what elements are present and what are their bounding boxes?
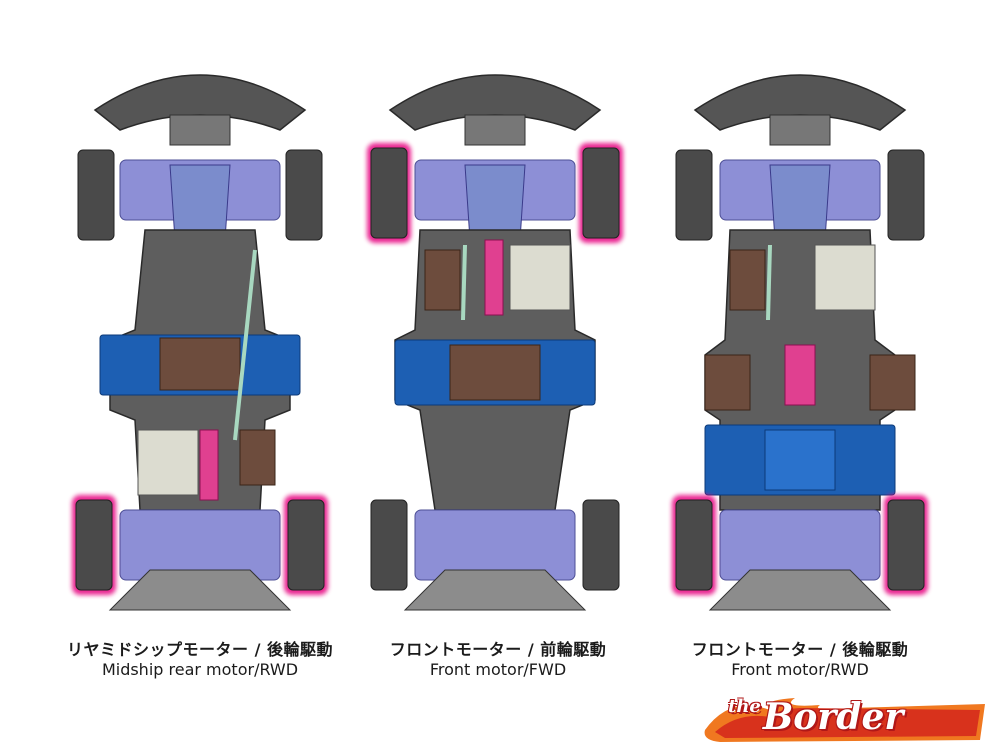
logo-text: theBorder <box>728 696 903 738</box>
servo <box>729 249 766 311</box>
flame-icon <box>704 698 985 742</box>
logo-main-text: Border <box>762 696 904 738</box>
front-tire-right <box>579 143 623 243</box>
drivetrain <box>784 344 816 406</box>
caption-jp-front-fwd: フロントモーター / 前輪駆動 <box>389 640 607 659</box>
servo <box>424 249 461 311</box>
esc-left <box>704 354 751 411</box>
front-wing <box>93 74 307 131</box>
front-tire-right <box>285 149 323 241</box>
caption-jp-front-rwd: フロントモーター / 後輪駆動 <box>691 640 909 659</box>
esc <box>449 344 541 401</box>
rear-tire-left <box>370 499 408 591</box>
the-border-logo: theBorder <box>700 690 990 750</box>
logo-small-text: the <box>728 696 761 717</box>
chassis-front-rwd <box>672 74 928 611</box>
wing-mount <box>169 114 231 146</box>
front-wing <box>693 74 907 131</box>
esc <box>159 337 241 391</box>
battery-core <box>764 429 836 491</box>
chassis-midship <box>72 74 328 611</box>
rear-tire-right <box>582 499 620 591</box>
servo <box>239 429 276 486</box>
front-bulkhead <box>769 164 831 241</box>
rear-bumper <box>708 569 892 611</box>
front-tire-left <box>77 149 115 241</box>
motor <box>509 244 571 311</box>
drivetrain <box>199 429 219 501</box>
wing-mount <box>464 114 526 146</box>
esc-right <box>869 354 916 411</box>
motor <box>137 429 199 496</box>
front-bulkhead <box>169 164 231 241</box>
rear-tire-left <box>672 495 716 595</box>
caption-en-midship: Midship rear motor/RWD <box>101 660 299 679</box>
rear-tire-right <box>284 495 328 595</box>
chassis-front-fwd <box>367 74 623 611</box>
front-tire-right <box>887 149 925 241</box>
wing-mount <box>769 114 831 146</box>
rear-tire-left <box>72 495 116 595</box>
steering-link <box>461 244 467 321</box>
caption-en-front-fwd: Front motor/FWD <box>429 660 567 679</box>
caption-jp-midship: リヤミドシップモーター / 後輪駆動 <box>67 640 333 659</box>
rear-tire-right <box>884 495 928 595</box>
front-wing <box>388 74 602 131</box>
steering-link <box>233 249 257 441</box>
front-tire-left <box>675 149 713 241</box>
caption-en-front-rwd: Front motor/RWD <box>731 660 869 679</box>
rear-bumper <box>403 569 587 611</box>
drivetrain <box>484 239 504 316</box>
rear-bumper <box>108 569 292 611</box>
steering-link <box>766 244 772 321</box>
front-tire-left <box>367 143 411 243</box>
front-bulkhead <box>464 164 526 241</box>
motor <box>814 244 876 311</box>
